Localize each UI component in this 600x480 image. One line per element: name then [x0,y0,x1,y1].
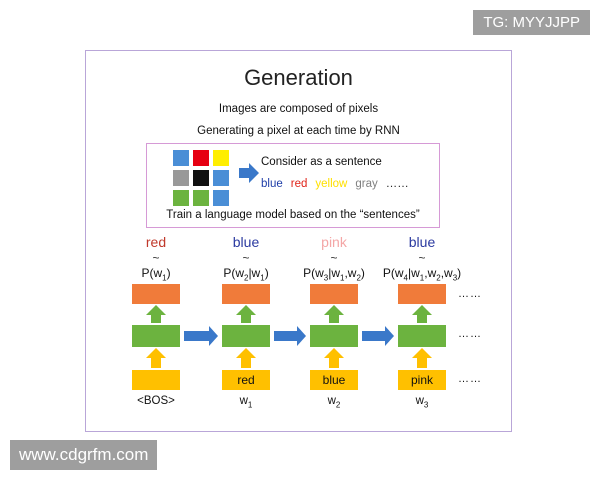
up-arrow-yellow [146,348,166,368]
up-arrow-green [236,305,256,323]
hidden-layer-box [132,325,180,347]
continuation-dots: …… [458,373,482,385]
probability-label: P(w3|w1,w2) [303,266,365,283]
pixel-to-sentence-arrow [239,163,259,183]
hidden-layer-box [310,325,358,347]
input-layer-box: pink [398,370,446,390]
input-word: <BOS> [137,395,175,407]
recurrent-arrow [184,326,218,346]
up-arrow-green [324,305,344,323]
sentence-word: …… [385,178,409,190]
up-arrow-yellow [236,348,256,368]
consider-text: Consider as a sentence [261,156,382,168]
pixel-square [193,150,209,166]
continuation-dots: …… [458,288,482,300]
pixel-square [193,190,209,206]
pixel-square [173,150,189,166]
probability-label: P(w2|w1) [223,266,269,283]
output-layer-box [132,284,180,304]
sentence-word: gray [355,178,378,190]
slide-title: Generation [244,65,353,90]
output-layer-box [222,284,270,304]
sample-tilde: ~ [330,251,338,265]
input-layer-box [132,370,180,390]
input-layer-box: blue [310,370,358,390]
continuation-dots: …… [458,328,482,340]
sentence-word: blue [261,178,283,190]
sentence-word: yellow [315,178,348,190]
probability-label: P(w1) [141,266,171,283]
sample-tilde: ~ [418,251,426,265]
output-layer-box [310,284,358,304]
watermark-bottom: www.cdgrfm.com [10,440,158,470]
pixel-square [213,170,229,186]
recurrent-arrow [362,326,394,346]
train-text: Train a language model based on the “sen… [166,209,420,221]
subtitle-line-2: Generating a pixel at each time by RNN [197,125,400,137]
input-word: w2 [327,395,341,410]
subtitle-line-1: Images are composed of pixels [218,103,379,115]
input-word: w1 [239,395,253,410]
recurrent-arrow [274,326,306,346]
up-arrow-yellow [412,348,432,368]
hidden-layer-box [398,325,446,347]
up-arrow-green [146,305,166,323]
watermark-top: TG: MYYJJPP [473,10,590,35]
slide: Generation Images are composed of pixels… [85,50,512,432]
predicted-word: red [145,234,167,250]
predicted-word: pink [321,234,347,250]
pixel-square [213,150,229,166]
hidden-layer-box [222,325,270,347]
probability-label: P(w4|w1,w2,w3) [382,266,462,283]
pixel-square [213,190,229,206]
input-word: w3 [415,395,429,410]
sample-tilde: ~ [242,251,250,265]
pixel-square [193,170,209,186]
output-layer-box [398,284,446,304]
predicted-word: blue [408,234,436,250]
predicted-word: blue [232,234,260,250]
sentence-word: red [290,178,308,190]
input-layer-box: red [222,370,270,390]
pixel-square [173,190,189,206]
pixel-square [173,170,189,186]
up-arrow-yellow [324,348,344,368]
up-arrow-green [412,305,432,323]
sample-tilde: ~ [152,251,160,265]
